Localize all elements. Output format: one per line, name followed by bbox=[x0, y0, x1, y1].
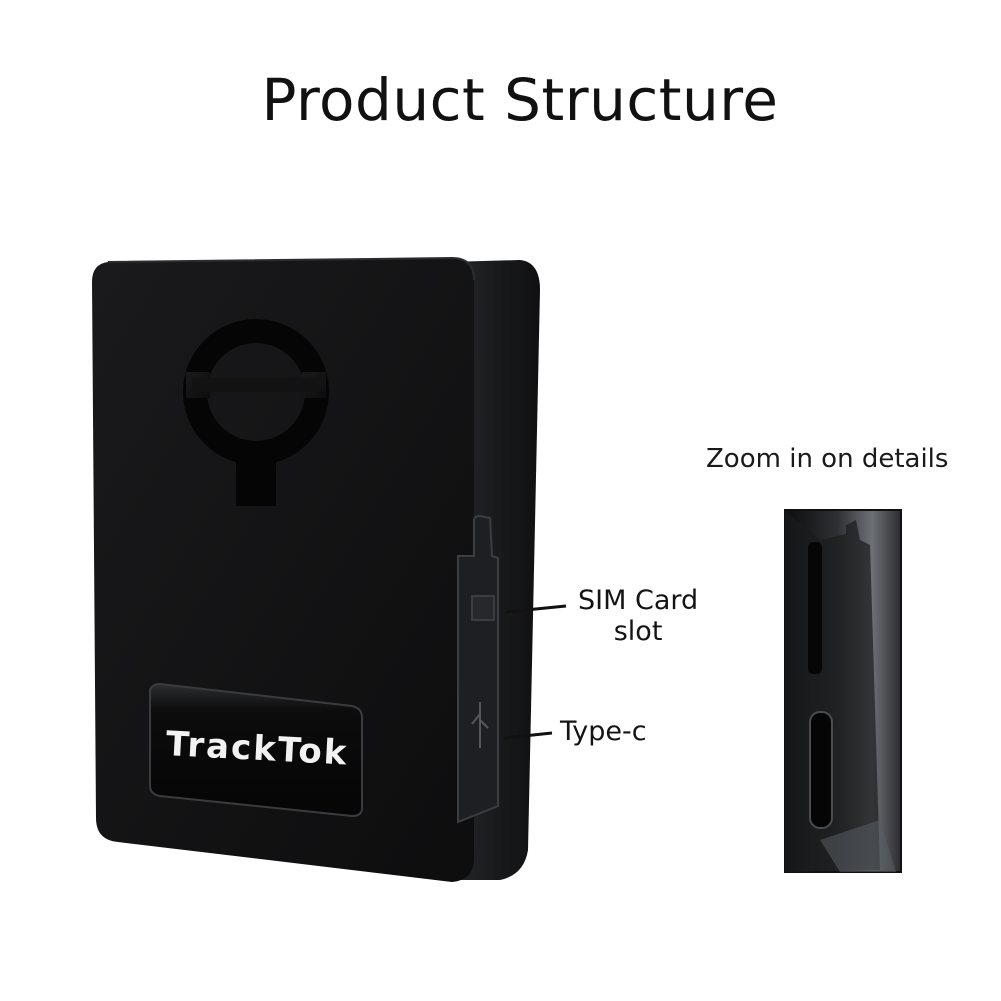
side-port-panel bbox=[457, 514, 499, 824]
location-pin-icon bbox=[183, 319, 329, 506]
type-c-label: Type-c bbox=[560, 716, 647, 747]
sim-label-line2: slot bbox=[613, 616, 663, 647]
sim-callout-line bbox=[505, 604, 567, 614]
sim-label-line1: SIM Card bbox=[578, 585, 699, 616]
zoom-typec-port bbox=[809, 711, 833, 829]
zoom-sim-slot bbox=[808, 542, 822, 674]
brand-label-plate bbox=[149, 682, 363, 818]
page-title: Product Structure bbox=[261, 66, 779, 134]
sim-slot-marker-icon bbox=[471, 595, 495, 621]
zoom-detail-image bbox=[784, 509, 902, 873]
usb-symbol-icon bbox=[471, 702, 489, 748]
zoom-caption: Zoom in on details bbox=[706, 444, 949, 474]
sim-card-slot-label: SIM Card slot bbox=[578, 585, 698, 647]
typec-callout-line bbox=[503, 731, 553, 740]
